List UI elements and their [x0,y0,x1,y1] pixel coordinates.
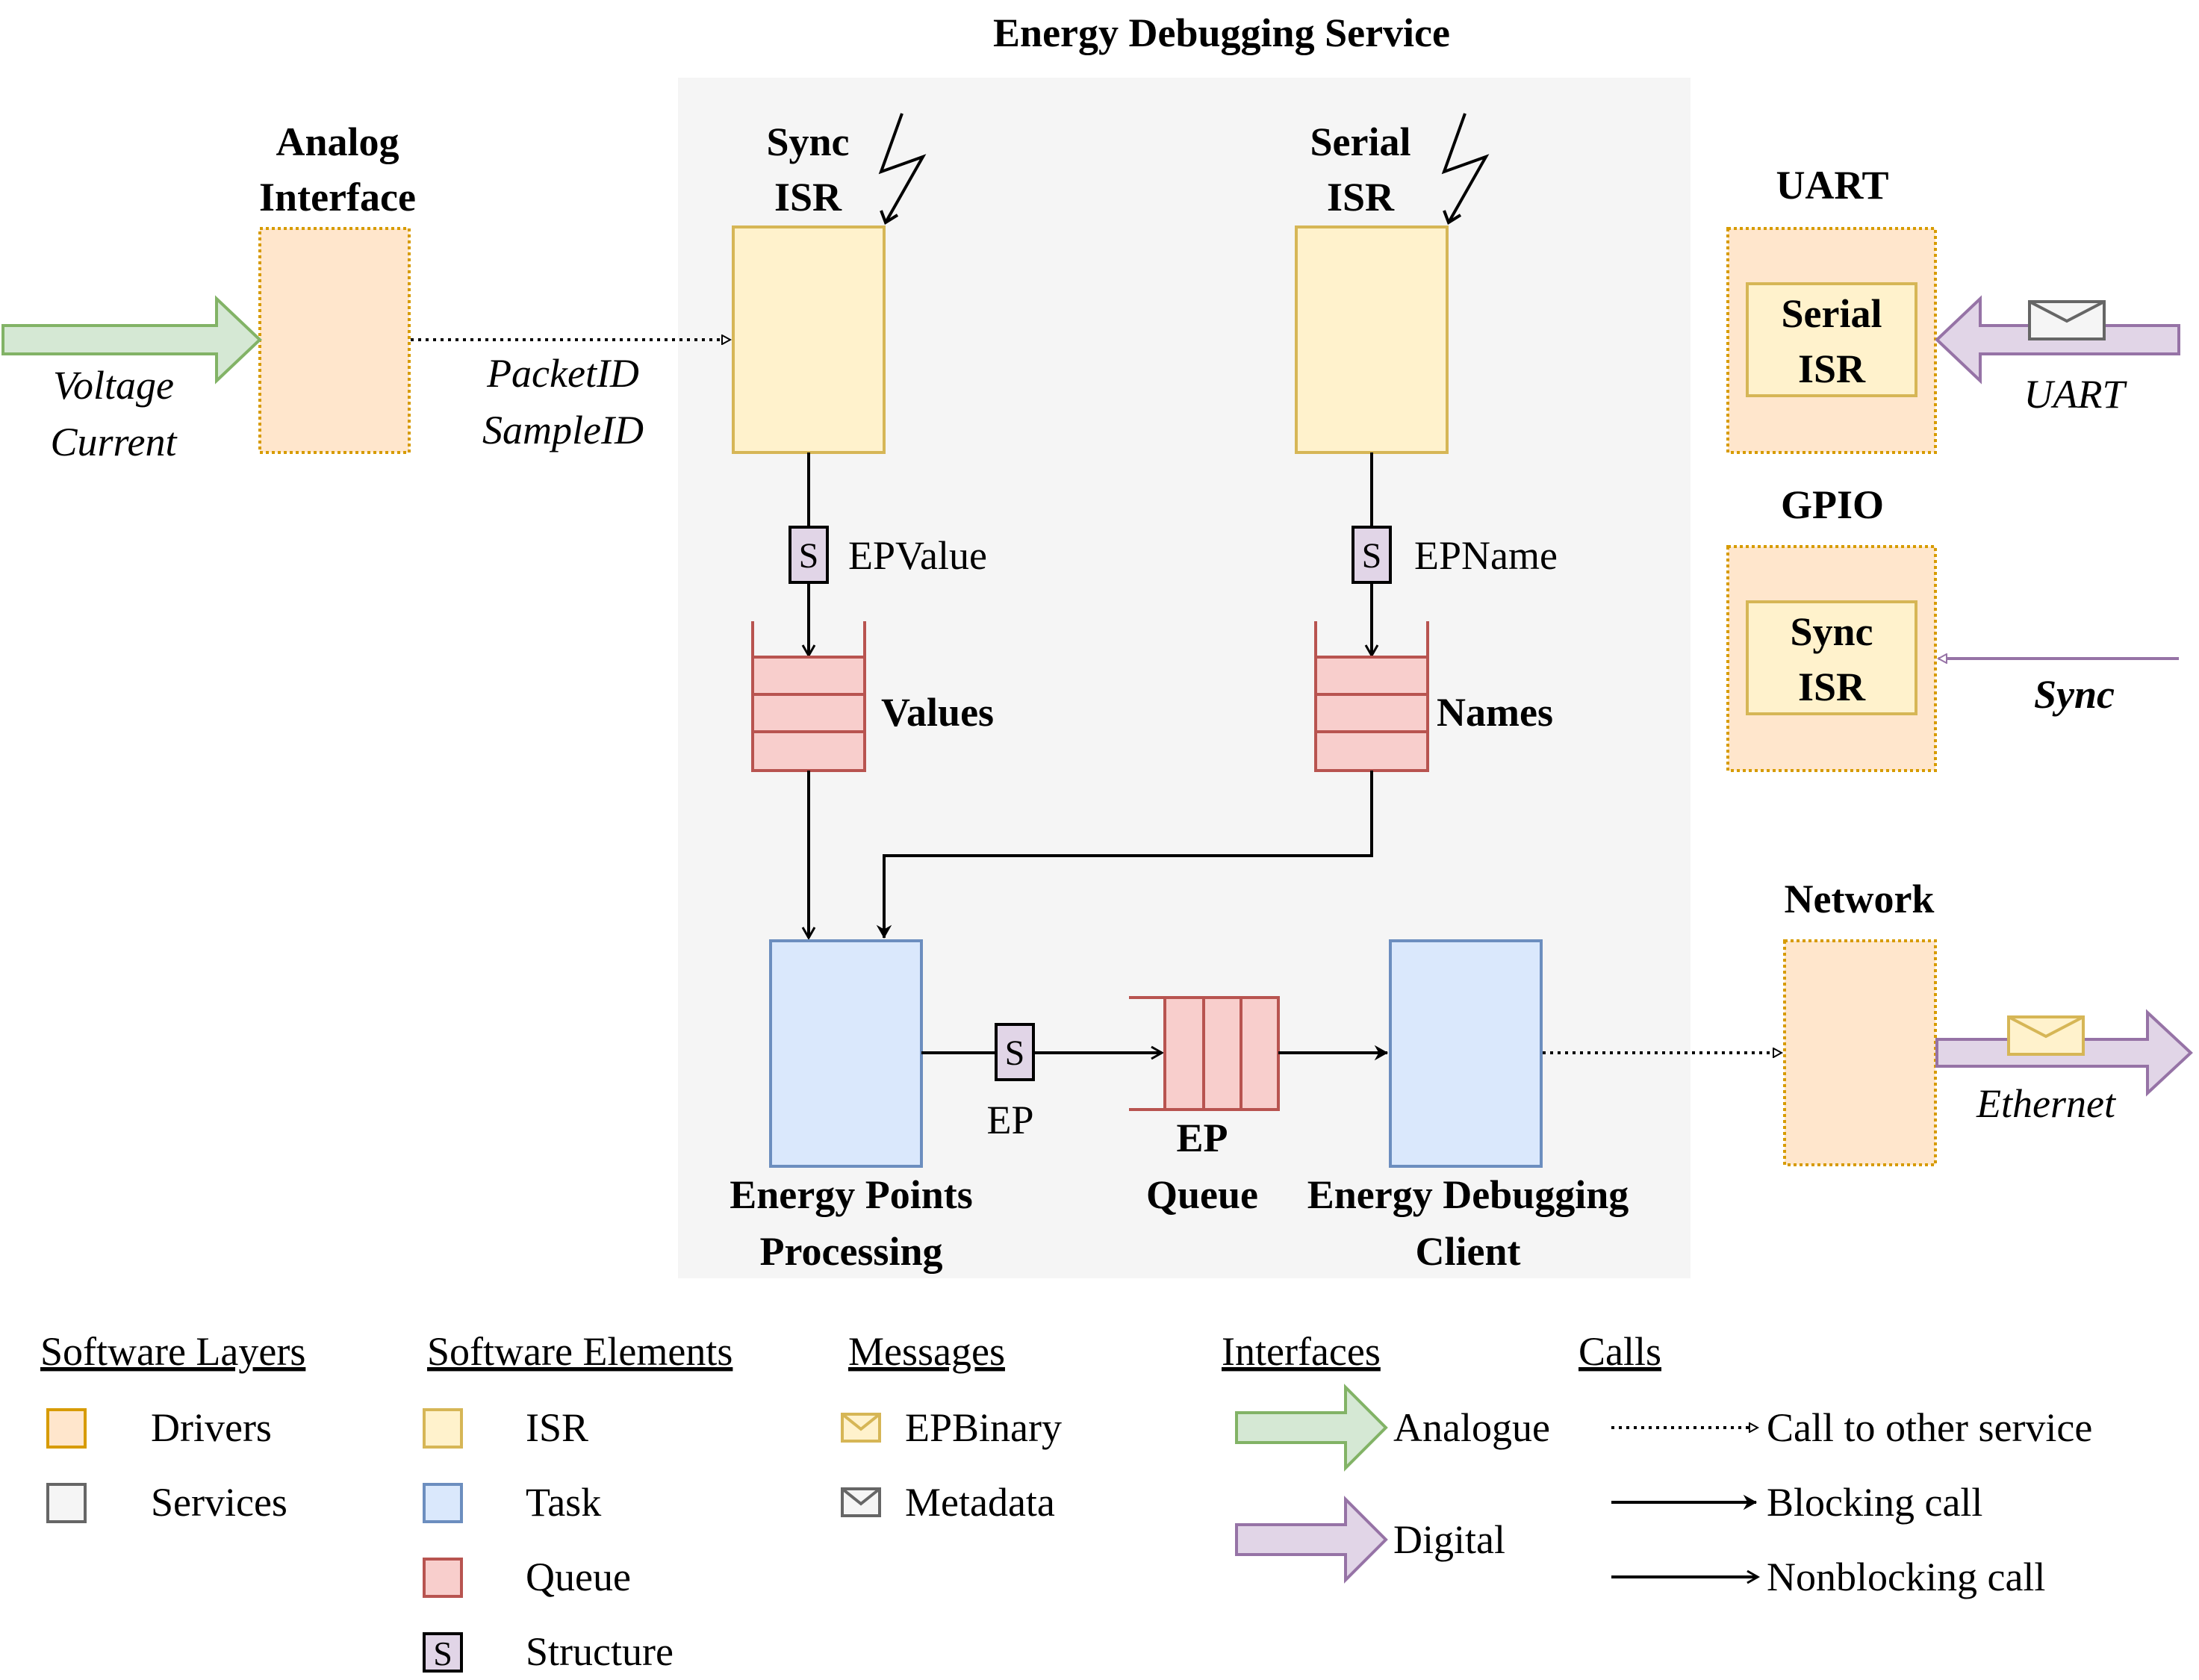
ep-value-label: EPValue [848,533,987,578]
ep-label: EP [986,1098,1033,1142]
interrupt-icon [1441,113,1490,223]
sample-id-label: SampleID [482,408,644,452]
serial-isr-box [1295,225,1449,454]
energy-debugging-client-task [1389,939,1543,1168]
sync-isr-box [732,225,886,454]
uart-serial-isr-label: Serial [1782,291,1882,336]
uart-serial-isr-label: ISR [1798,346,1866,391]
analog-input-label: Voltage [53,363,174,408]
analog-input-arrow [1,295,262,385]
uart-input-label: UART [2024,372,2128,417]
legend-nonblocking-label: Nonblocking call [1767,1555,2045,1599]
legend-task-label: Task [526,1480,601,1525]
legend-call-other-label: Call to other service [1767,1405,2092,1450]
gpio-sync-isr-label: ISR [1798,665,1866,709]
packet-id-label: PacketID [486,351,639,396]
legend-software-layers-header: Software Layers [40,1329,305,1374]
structure-marker [995,1023,1035,1081]
gpio-sync-isr-label: Sync [1790,609,1873,654]
legend-isr-label: ISR [526,1405,588,1450]
legend-calls-header: Calls [1579,1329,1661,1374]
uart-serial-isr [1746,282,1917,397]
ep-queue-label: Queue [1146,1172,1258,1217]
legend-ep-binary-label: EPBinary [905,1405,1062,1450]
legend-digital-label: Digital [1393,1517,1505,1562]
legend-services-swatch [46,1483,87,1523]
legend-blocking-label: Blocking call [1767,1480,1982,1525]
uart-title: UART [1776,163,1888,208]
legend-structure-swatch [423,1632,463,1673]
legend-isr-swatch [423,1408,463,1449]
ep-name-label: EPName [1414,533,1558,578]
legend-services-label: Services [151,1480,287,1525]
analog-interface-title: Analog [276,119,399,164]
energy-debugging-client-label: Energy Debugging [1307,1172,1629,1217]
energy-debugging-client-label: Client [1416,1229,1521,1274]
legend-task-swatch [423,1483,463,1523]
legend-drivers-swatch [46,1408,87,1449]
gpio-title: GPIO [1781,482,1884,527]
interrupt-icon-tip [880,210,899,225]
legend-ep-binary-icon [841,1413,881,1443]
analog-input-label: Current [50,420,178,464]
legend-analogue-arrow [1235,1384,1388,1472]
structure-marker [789,526,829,584]
metadata-message-icon [2028,300,2106,340]
network-title: Network [1785,877,1935,921]
energy-points-processing-label: Processing [760,1229,943,1274]
gpio-sync-isr [1746,600,1917,715]
service-title: Energy Debugging Service [993,10,1450,55]
ethernet-output-label: Ethernet [1976,1081,2117,1126]
structure-marker [1352,526,1392,584]
energy-points-processing-label: Energy Points [730,1172,973,1217]
legend-software-elements-header: Software Elements [427,1329,733,1374]
interrupt-icon-tip [1443,210,1462,225]
legend-queue-swatch [423,1558,463,1598]
sync-isr-title: ISR [774,175,842,220]
structure-marker-label: S [1362,536,1382,576]
ep-queue [1129,996,1280,1111]
legend-structure-swatch-label: S [433,1634,452,1673]
sync-isr-title: Sync [766,119,849,164]
structure-marker-label: S [1005,1033,1025,1073]
analog-interface-title: Interface [259,175,416,220]
serial-isr-title: Serial [1310,119,1411,164]
gpio-sync-input-label: Sync [2034,672,2115,717]
ep-queue-label: EP [1176,1116,1228,1160]
legend-interfaces-header: Interfaces [1222,1329,1381,1374]
serial-isr-title: ISR [1327,175,1395,220]
legend-metadata-icon [841,1487,881,1517]
values-queue [751,621,866,772]
energy-points-processing-task [769,939,923,1168]
blocking-call-arrow [876,771,1373,939]
names-queue-label: Names [1437,690,1553,735]
interrupt-icon [878,113,927,223]
network-driver [1783,939,1937,1166]
legend-messages-header: Messages [848,1329,1005,1374]
legend-drivers-label: Drivers [151,1405,272,1450]
legend-digital-arrow [1235,1496,1388,1584]
legend-structure-label: Structure [526,1629,674,1674]
structure-marker-label: S [799,536,819,576]
values-queue-label: Values [881,690,994,735]
legend-analogue-label: Analogue [1393,1405,1550,1450]
ep-binary-message-icon [2007,1015,2085,1056]
legend-metadata-label: Metadata [905,1480,1055,1525]
legend-queue-label: Queue [526,1555,631,1599]
analog-interface-driver [258,227,411,454]
